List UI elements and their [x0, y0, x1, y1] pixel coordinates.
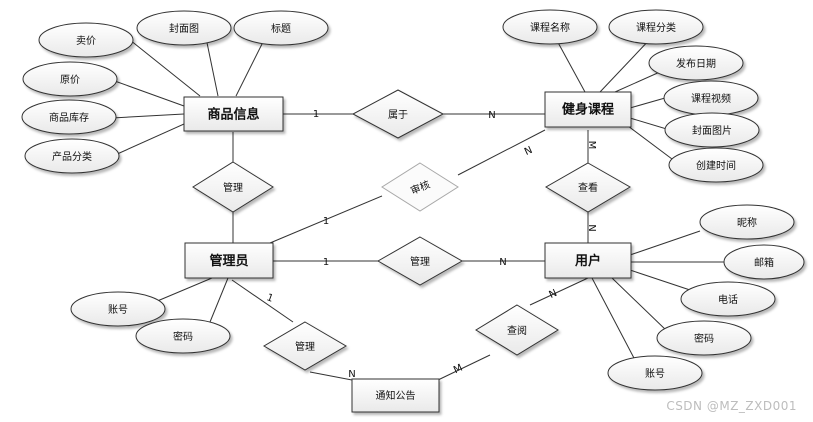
attribute-user-phone-label: 电话 — [718, 293, 738, 306]
relationship-belongs-label: 属于 — [388, 109, 408, 121]
attribute-product-cover[interactable]: 封面图 — [136, 10, 232, 46]
relationship-read[interactable]: 查阅 — [475, 304, 559, 356]
attribute-user-password[interactable]: 密码 — [656, 320, 752, 356]
relationship-review[interactable]: 审核 — [381, 162, 459, 212]
entity-notice-label: 通知公告 — [376, 389, 416, 402]
entity-course[interactable]: 健身课程 — [544, 91, 632, 128]
entity-product[interactable]: 商品信息 — [183, 96, 284, 132]
attribute-course-category[interactable]: 课程分类 — [608, 9, 704, 45]
entity-notice[interactable]: 通知公告 — [351, 378, 440, 413]
cardinality-view-user: N — [586, 224, 597, 231]
cardinality-read-notice: M — [452, 363, 464, 377]
relationship-belongs[interactable]: 属于 — [351, 89, 445, 139]
attribute-course-created-label: 创建时间 — [696, 159, 736, 172]
attribute-user-account-label: 账号 — [645, 368, 665, 380]
attribute-admin-password[interactable]: 密码 — [135, 318, 231, 354]
attribute-user-account[interactable]: 账号 — [607, 355, 703, 391]
cardinality-manage-user-admin: 1 — [323, 257, 329, 268]
attribute-course-video-label: 课程视频 — [691, 92, 731, 105]
relationship-view-label: 查看 — [578, 181, 598, 194]
attribute-user-nickname-label: 昵称 — [737, 216, 757, 229]
attribute-course-name[interactable]: 课程名称 — [502, 9, 598, 45]
attribute-admin-password-label: 密码 — [173, 330, 193, 343]
relationship-manage-user-label: 管理 — [410, 255, 430, 268]
entity-user[interactable]: 用户 — [544, 242, 632, 279]
relationship-view[interactable]: 查看 — [545, 162, 631, 213]
relationship-manage-product-label: 管理 — [223, 181, 243, 194]
cardinality-review-course: N — [523, 145, 534, 158]
attribute-user-email-label: 邮箱 — [754, 256, 774, 269]
attribute-product-sell-price-label: 卖价 — [76, 35, 96, 47]
watermark: CSDN @MZ_ZXD001 — [666, 399, 797, 413]
cardinality-manage-notice-notice: N — [348, 369, 355, 380]
attribute-course-created[interactable]: 创建时间 — [668, 147, 764, 183]
attribute-product-title-label: 标题 — [271, 23, 291, 35]
relationship-manage-notice[interactable]: 管理 — [263, 321, 347, 371]
attribute-product-stock[interactable]: 商品库存 — [21, 99, 117, 135]
attribute-product-title[interactable]: 标题 — [233, 10, 329, 46]
attribute-product-category-label: 产品分类 — [52, 150, 92, 163]
attribute-admin-account[interactable]: 账号 — [70, 291, 166, 327]
cardinality-manage-user-user: N — [499, 257, 506, 268]
attribute-course-cover-label: 封面图片 — [692, 124, 732, 137]
attribute-course-publish-date[interactable]: 发布日期 — [648, 45, 744, 81]
connector-lines — [111, 32, 732, 381]
attribute-user-email[interactable]: 邮箱 — [723, 244, 805, 280]
attribute-admin-account-label: 账号 — [108, 304, 128, 316]
cardinality-read-user: N — [547, 288, 558, 301]
relationship-manage-product[interactable]: 管理 — [192, 161, 274, 213]
attribute-course-name-label: 课程名称 — [530, 21, 570, 34]
attribute-course-publish-date-label: 发布日期 — [676, 57, 716, 70]
cardinality-belongs-product: 1 — [313, 109, 319, 120]
cardinality-labels: 1 N 1 N M N 1 N 1 N N M — [265, 109, 597, 380]
cardinality-manage-notice-admin: 1 — [265, 292, 275, 305]
entity-admin-label: 管理员 — [209, 253, 248, 269]
attribute-product-cover-label: 封面图 — [169, 22, 199, 35]
attribute-user-phone[interactable]: 电话 — [680, 281, 776, 317]
relationship-manage-user[interactable]: 管理 — [376, 236, 464, 286]
entity-course-label: 健身课程 — [562, 102, 614, 118]
attribute-product-original-price[interactable]: 原价 — [22, 61, 118, 97]
attribute-course-cover[interactable]: 封面图片 — [664, 112, 760, 148]
attribute-product-stock-label: 商品库存 — [49, 111, 89, 124]
cardinality-belongs-course: N — [488, 110, 495, 121]
entity-user-label: 用户 — [574, 253, 601, 269]
entity-product-label: 商品信息 — [207, 107, 259, 123]
attribute-product-sell-price[interactable]: 卖价 — [38, 22, 134, 58]
attribute-course-category-label: 课程分类 — [636, 21, 676, 34]
attribute-user-password-label: 密码 — [694, 332, 714, 345]
relationship-manage-notice-label: 管理 — [295, 340, 315, 353]
attribute-course-video[interactable]: 课程视频 — [663, 80, 759, 116]
attribute-product-category[interactable]: 产品分类 — [24, 138, 120, 174]
cardinality-view-course: M — [586, 141, 597, 150]
cardinality-review-admin: 1 — [323, 216, 329, 227]
attribute-user-nickname[interactable]: 昵称 — [699, 204, 795, 240]
relationship-read-label: 查阅 — [507, 324, 527, 337]
entity-admin[interactable]: 管理员 — [184, 242, 274, 279]
attribute-product-original-price-label: 原价 — [60, 74, 80, 86]
